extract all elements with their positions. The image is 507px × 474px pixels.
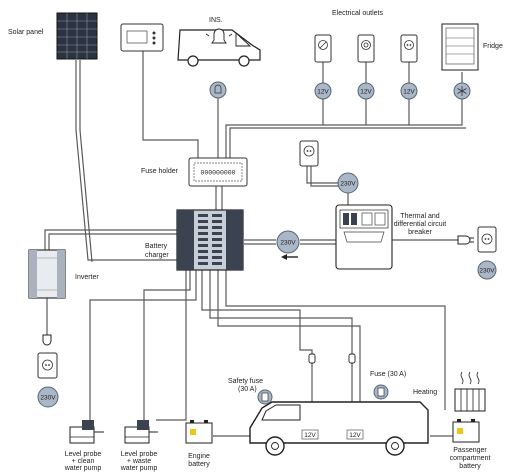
plug-icon: [457, 235, 474, 245]
breaker-label-line1: Thermal and: [400, 213, 439, 220]
engine-battery-icon: [185, 420, 213, 444]
van-icon: [249, 401, 429, 456]
snowflake-badge-icon: [453, 82, 471, 100]
badge-230v-breaker-text: 230V: [280, 240, 296, 247]
badge-12v-van-right-text: 12V: [349, 432, 361, 439]
safety-fuse-label-line1: Safety fuse: [228, 378, 263, 385]
badge-230v-right-text: 230V: [479, 268, 495, 275]
ins-label: INS.: [209, 17, 223, 24]
engine-battery-label-line2: battery: [188, 461, 210, 468]
charger-230v-badge: 230V: [276, 230, 300, 254]
ins-van-icon: [177, 28, 261, 67]
fuse-holder-icon: [188, 157, 248, 187]
electrical-outlets-label: Electrical outlets: [332, 10, 383, 17]
inverter-plug-icon: [42, 334, 52, 346]
right-outlet-icon: [477, 226, 497, 253]
outlet-round-icon: [357, 34, 375, 63]
passenger-battery-label-line1: Passenger: [453, 447, 487, 454]
breaker-label-line2: differential circuit: [394, 221, 446, 228]
fuse-holder-label: Fuse holder: [141, 168, 179, 175]
fuse-30a-badge-icon: [373, 384, 389, 400]
engine-battery-label-line1: Engine: [188, 453, 210, 460]
clean-probe-label-line1: Level probe: [65, 451, 102, 458]
van-12v-badge-right: 12V: [346, 429, 364, 440]
left-outlet-icon: [37, 352, 58, 379]
waste-probe-label-line3: water pump: [120, 465, 158, 472]
fridge-label: Fridge: [483, 43, 503, 50]
outlet-12v-icon: [314, 34, 332, 63]
outlet-badge-12v-c: 12V: [400, 82, 418, 100]
badge-12v-b-text: 12V: [360, 89, 372, 96]
safety-fuse-badge-icon: [257, 389, 273, 405]
breaker-label-line3: breaker: [408, 229, 432, 236]
fuse-30a-label: Fuse (30 A): [370, 371, 406, 378]
clean-water-pump-icon: [69, 420, 104, 444]
passenger-battery-label-line2: compartment: [450, 455, 491, 462]
control-panel-icon: [120, 23, 164, 52]
passenger-battery-icon: [452, 419, 480, 443]
battery-charger-label-line1: Battery: [145, 243, 168, 250]
wall-outlet-230v-badge: 230V: [337, 172, 359, 194]
outlet-badge-12v-a: 12V: [314, 82, 332, 100]
badge-230v-left-text: 230V: [40, 395, 56, 402]
outlet-usb-icon: [400, 34, 418, 63]
ins-sensor-badge-icon: [209, 81, 227, 99]
waste-probe-label-line2: + waste: [127, 458, 151, 465]
inverter-icon: [28, 249, 66, 299]
solar-panel-icon: [56, 12, 98, 60]
left-outlet-230v-badge: 230V: [37, 386, 59, 408]
badge-230v-wall-text: 230V: [340, 181, 356, 188]
clean-probe-label-line2: + clean: [72, 458, 95, 465]
fuse-holder-display: 000000000: [200, 170, 235, 177]
badge-12v-a-text: 12V: [317, 89, 329, 96]
heater-icon: [454, 371, 486, 412]
clean-probe-label-line3: water pump: [64, 465, 102, 472]
fridge-icon: [441, 23, 479, 71]
badge-12v-van-left-text: 12V: [304, 432, 316, 439]
outlet-badge-12v-b: 12V: [357, 82, 375, 100]
solar-panel-label: Solar panel: [8, 29, 44, 36]
inverter-label: Inverter: [75, 274, 99, 281]
badge-12v-c-text: 12V: [403, 89, 415, 96]
battery-charger-label-line2: charger: [145, 252, 169, 259]
safety-fuse-label-line2: (30 A): [238, 386, 257, 393]
waste-probe-label-line1: Level probe: [121, 451, 158, 458]
circuit-breaker-icon: [335, 204, 393, 270]
waste-water-pump-icon: [124, 420, 158, 444]
arrow-left-icon: [281, 254, 298, 260]
van-12v-badge-left: 12V: [301, 429, 319, 440]
wall-outlet-icon: [299, 140, 319, 167]
inline-fuse-left-icon: [308, 353, 316, 364]
inline-fuse-right-icon: [348, 353, 356, 364]
passenger-battery-label-line3: battery: [459, 463, 481, 470]
battery-charger-icon: [176, 209, 244, 271]
heating-label: Heating: [413, 389, 437, 396]
right-outlet-230v-badge: 230V: [477, 260, 497, 280]
wiring: [44, 50, 466, 437]
